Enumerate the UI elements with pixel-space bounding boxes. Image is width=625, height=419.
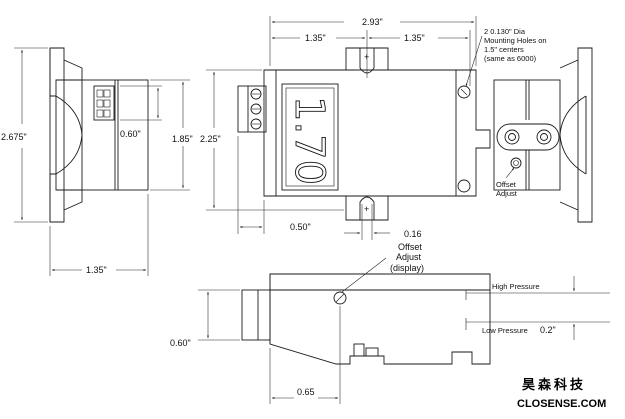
low-pressure-label: Low Pressure — [482, 326, 528, 335]
dim-front-offset-label: 0.50" — [290, 222, 311, 232]
high-pressure-label: High Pressure — [492, 282, 540, 291]
dimension-slot-width: 0.16 + — [344, 204, 422, 240]
offset-adjust-line-2: Adjust — [496, 189, 518, 198]
dimension-side-height: 2.675" — [1, 47, 48, 223]
dimension-front-height: 2.25" — [200, 69, 344, 211]
mounting-line-2: Mounting Holes on — [484, 36, 547, 45]
right-side-view — [493, 47, 593, 223]
front-view — [237, 47, 491, 221]
offset-display-line-2: Adjust — [396, 252, 422, 262]
callout-offset-display: Offset Adjust (display) — [341, 242, 424, 293]
dim-overall-width-label: 2.93" — [362, 17, 383, 27]
dim-side-height-label: 2.675" — [1, 132, 27, 142]
dim-body-height-label: 1.85" — [172, 134, 193, 144]
display-reading: 1.70 — [286, 96, 332, 185]
dim-front-height-label: 2.25" — [200, 134, 221, 144]
dimension-bottom-offset: 0.65 — [269, 306, 341, 404]
dim-left-offset-label: 1.35" — [305, 33, 326, 43]
bottom-view — [241, 273, 491, 365]
dimension-hole-offsets: 1.35" 1.35" + — [271, 30, 471, 86]
dimension-overall-width: 2.93" — [269, 16, 477, 66]
dim-pressure-gap-label: 0.2" — [540, 325, 556, 335]
brand-english: CLOSENSE.COM — [517, 398, 606, 410]
offset-adjust-line-1: Offset — [496, 180, 517, 189]
dimension-front-offset: 0.50" — [237, 136, 311, 234]
dim-terminal-height-label: 0.60" — [120, 129, 141, 139]
dim-side-width-label: 1.35" — [86, 265, 107, 275]
dimension-bottom-height: 0.60" — [170, 289, 240, 348]
offset-display-line-3: (display) — [390, 263, 424, 273]
dim-bottom-offset-label: 0.65 — [297, 387, 315, 397]
dimension-side-width: 1.35" — [49, 194, 149, 276]
callout-mounting-holes: 2 0.130" Dia Mounting Holes on 1.5" cent… — [465, 27, 547, 87]
mounting-line-1: 2 0.130" Dia — [484, 27, 526, 36]
dim-slot-width-label: 0.16 — [404, 229, 422, 239]
dim-right-offset-label: 1.35" — [404, 33, 425, 43]
dimension-body-height: 1.85" — [150, 79, 193, 191]
pressure-labels: High Pressure Low Pressure 0.2" — [466, 276, 610, 340]
brand-watermark: 昊森科技 CLOSENSE.COM — [517, 377, 606, 410]
left-side-view — [49, 47, 149, 223]
dimension-terminal-height: 0.60" — [120, 85, 162, 139]
dim-bottom-height-label: 0.60" — [170, 338, 191, 348]
brand-chinese: 昊森科技 — [522, 377, 586, 393]
center-mark-top: + — [364, 52, 369, 62]
mounting-line-3: 1.5" centers — [484, 45, 524, 54]
center-mark-bottom: + — [364, 204, 369, 214]
mounting-line-4: (same as 6000) — [484, 54, 537, 63]
offset-display-line-1: Offset — [398, 242, 422, 252]
callout-offset-adjust: Offset Adjust — [496, 167, 518, 198]
